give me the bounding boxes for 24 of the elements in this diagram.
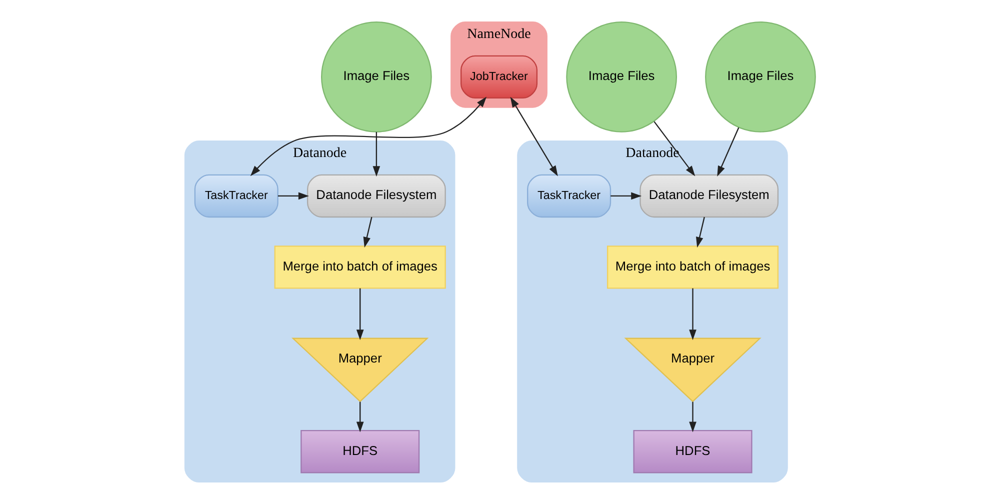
arrow [277, 192, 308, 200]
node-box: Merge into batch of images [606, 246, 778, 289]
arrow [695, 216, 704, 248]
arrow [250, 96, 486, 176]
node-box: Datanode Filesystem [639, 174, 778, 218]
node-box: Datanode Filesystem [306, 174, 446, 218]
node-box: TaskTracker [526, 174, 611, 218]
arrow [510, 96, 558, 176]
arrow [653, 121, 695, 176]
node-box: Merge into batch of images [274, 246, 446, 289]
arrow [688, 402, 696, 432]
arrow [372, 132, 380, 177]
node-circle: Image Files [704, 21, 816, 132]
arrow [610, 192, 642, 200]
arrow [356, 402, 364, 432]
node-box: JobTracker [460, 55, 538, 98]
node-circle: Image Files [566, 21, 676, 132]
arrow [362, 216, 372, 248]
arrow [688, 288, 696, 340]
node-box: TaskTracker [194, 174, 278, 218]
node-box: HDFS [300, 430, 420, 474]
node-box: HDFS [632, 430, 752, 474]
node-circle: Image Files [320, 21, 432, 132]
arrow [356, 288, 364, 340]
